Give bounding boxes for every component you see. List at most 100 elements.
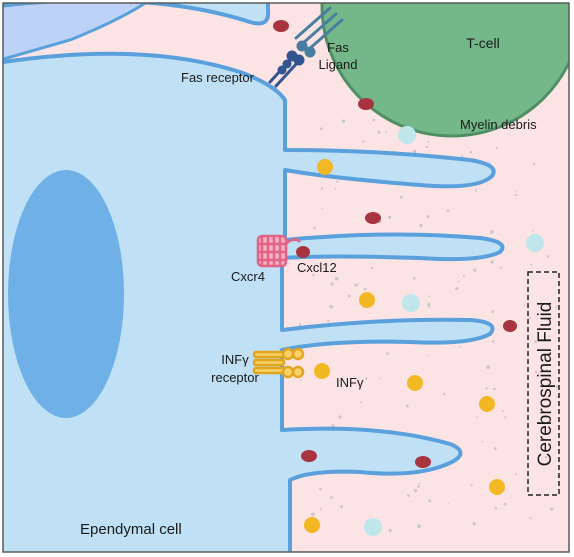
debris-dot <box>556 395 559 398</box>
debris-dot <box>412 149 417 154</box>
t-cell <box>320 3 569 138</box>
debris-dot <box>489 230 494 234</box>
debris-dot <box>357 283 359 285</box>
debris-dot <box>334 188 337 190</box>
debris-dot <box>473 268 477 272</box>
infg-receptor <box>252 347 305 379</box>
red-particles <box>273 20 517 468</box>
debris-dot <box>494 507 498 510</box>
debris-dot <box>339 505 343 508</box>
debris-dot <box>485 387 488 390</box>
fas-ligand <box>294 6 344 58</box>
debris-dot <box>319 507 322 511</box>
debris-dot <box>503 502 507 506</box>
debris-dot <box>428 295 431 298</box>
debris-dot <box>544 455 548 459</box>
debris-dot <box>419 223 423 228</box>
myelin-debris-label: Myelin debris <box>460 117 537 132</box>
debris-dot <box>320 187 324 190</box>
debris-dot <box>399 195 403 199</box>
infg-label: INFγ <box>336 375 364 390</box>
debris-dot <box>388 528 392 533</box>
debris-dot <box>388 215 392 219</box>
debris-dot <box>417 485 420 488</box>
debris-dot <box>491 310 495 313</box>
debris-dot <box>529 517 532 520</box>
debris-dot <box>319 127 323 131</box>
debris-dot <box>322 267 325 269</box>
debris-dot <box>417 524 422 528</box>
debris-dot <box>377 130 381 134</box>
nucleus <box>8 170 124 418</box>
debris-dot <box>548 335 551 337</box>
debris-dot <box>327 319 330 323</box>
debris-dot <box>491 340 495 343</box>
debris-dot <box>515 473 517 476</box>
debris-dot <box>360 401 363 404</box>
csf-label-box <box>527 271 560 496</box>
debris-dot <box>532 162 536 166</box>
tcell-label: T-cell <box>466 35 499 51</box>
debris-dot <box>298 323 302 326</box>
debris-dot <box>443 392 446 396</box>
debris-dot <box>312 273 315 277</box>
debris-dot <box>300 269 304 273</box>
debris-dot <box>529 263 533 266</box>
debris-dot <box>370 266 373 270</box>
debris-dot <box>313 226 317 230</box>
cxcl12-label: Cxcl12 <box>297 260 337 275</box>
fas-receptor <box>268 50 305 88</box>
csf-label: Cerebrospinal Fluid <box>535 302 556 467</box>
debris-dot <box>515 190 517 192</box>
debris-dot <box>426 215 430 219</box>
debris-dot <box>472 521 477 526</box>
debris-dot <box>412 277 416 280</box>
debris-dot <box>385 130 387 133</box>
debris-dot <box>446 209 450 212</box>
ependymal-cell-label: Ependymal cell <box>80 521 182 538</box>
debris-dot <box>300 379 302 382</box>
debris-dot <box>329 496 333 500</box>
debris-dot <box>427 140 430 143</box>
debris-dot <box>495 146 498 150</box>
debris-dot <box>407 494 410 497</box>
debris-dot <box>362 140 365 143</box>
debris-dot <box>534 370 538 373</box>
debris-dot <box>330 282 334 286</box>
debris-dot <box>470 484 473 487</box>
debris-dot <box>501 410 504 413</box>
debris-dot <box>413 489 417 493</box>
fas-ligand-label-2: Ligand <box>318 57 357 72</box>
frame <box>2 2 570 553</box>
debris-dot <box>363 287 367 291</box>
fas-receptor-label: Fas receptor <box>181 70 255 85</box>
debris-dot <box>329 304 334 309</box>
debris-dot <box>418 482 421 485</box>
debris-dot <box>447 502 450 505</box>
debris-dot <box>462 274 465 277</box>
debris-dot <box>427 304 431 308</box>
debris-dot <box>550 507 554 511</box>
neighbour-cell <box>3 3 149 61</box>
teal-particles <box>364 126 544 536</box>
debris-dot <box>492 387 496 391</box>
debris-dot <box>469 150 473 154</box>
debris-dot <box>476 416 479 418</box>
debris-dot <box>425 145 429 149</box>
debris-dot <box>514 193 518 197</box>
debris-dot <box>475 189 477 192</box>
debris-dot <box>486 365 491 369</box>
debris-dot <box>523 304 526 307</box>
debris-dot <box>365 377 368 380</box>
debris-dot <box>504 416 507 419</box>
debris-dot <box>338 415 342 419</box>
infg-receptor-label-1: INFγ <box>221 352 249 367</box>
cxcr4-receptor <box>256 234 301 268</box>
debris-dot <box>385 352 389 356</box>
cxcr4-label: Cxcr4 <box>231 269 265 284</box>
debris-dot <box>311 512 315 517</box>
infg-receptor-label-2: receptor <box>211 370 259 385</box>
debris-dot <box>336 180 339 183</box>
debris-dot <box>461 155 464 158</box>
